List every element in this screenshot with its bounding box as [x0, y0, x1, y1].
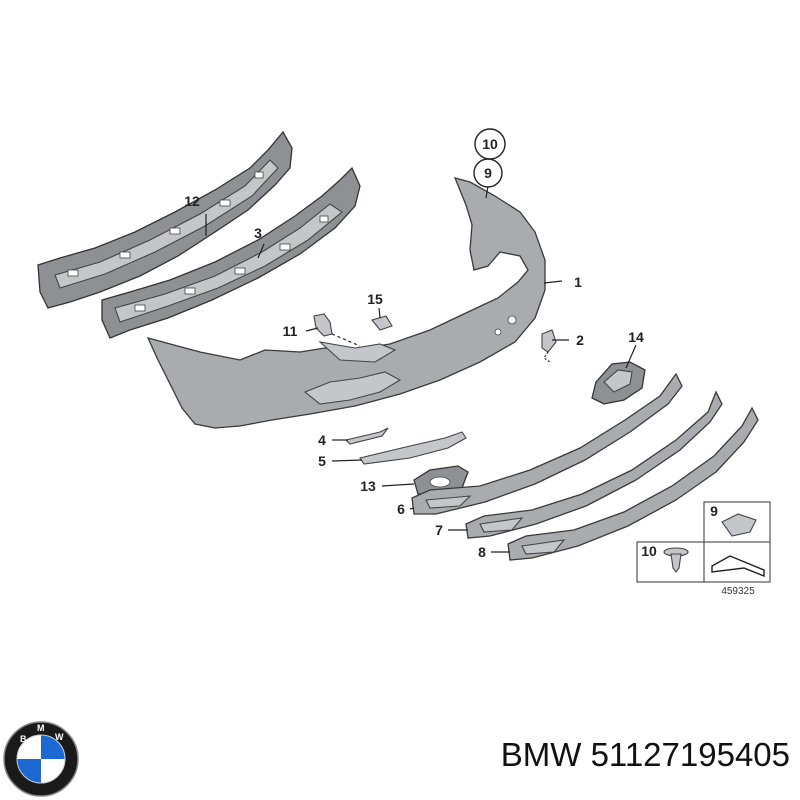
- logo-letter-w: W: [55, 732, 64, 742]
- callout-4: 4: [318, 432, 326, 448]
- callout-2: 2: [576, 332, 584, 348]
- callout-14: 14: [628, 329, 644, 345]
- screw-10-inset: [663, 547, 689, 573]
- clip-9-inset: [721, 513, 757, 537]
- inset-label-10: 10: [641, 543, 657, 559]
- inset-label-9: 9: [710, 503, 718, 519]
- diagram-ref-code: 459325: [721, 586, 755, 597]
- brand-name: BMW: [500, 736, 582, 773]
- callout-6: 6: [397, 501, 405, 517]
- callout-9: 9: [484, 165, 492, 181]
- lower-trim-6: [411, 372, 683, 515]
- callout-12: 12: [184, 193, 200, 209]
- callout-circle-9: [473, 158, 503, 188]
- logo-letter-b: B: [20, 734, 27, 744]
- callout-11: 11: [283, 323, 298, 339]
- callout-1: 1: [574, 274, 582, 290]
- bumper-carrier-3: [101, 166, 361, 339]
- sensor-holder-2: [541, 329, 557, 363]
- bumper-carrier-12: [37, 130, 293, 309]
- clip-15: [371, 315, 393, 331]
- lower-trim-8: [507, 406, 759, 561]
- callout-10: 10: [482, 136, 498, 152]
- part-label: BMW 51127195405: [410, 736, 790, 786]
- callout-5: 5: [318, 453, 326, 469]
- lower-trim-7: [465, 390, 723, 539]
- reflector-strip-4: [344, 427, 389, 445]
- callout-7: 7: [435, 522, 443, 538]
- trim-strip-5: [359, 431, 467, 465]
- part-number: 51127195405: [590, 736, 790, 773]
- callout-8: 8: [478, 544, 486, 560]
- bracket-11: [313, 313, 361, 347]
- bumper-panel-1: [146, 177, 546, 429]
- bmw-logo: B M W: [3, 721, 79, 797]
- housing-14: [591, 361, 646, 405]
- logo-letter-m: M: [37, 723, 45, 733]
- wedge-symbol: [711, 555, 765, 578]
- callout-15: 15: [367, 291, 383, 307]
- callout-3: 3: [254, 225, 262, 241]
- callout-13: 13: [360, 478, 376, 494]
- inset-box: 9 10 459325: [636, 501, 771, 597]
